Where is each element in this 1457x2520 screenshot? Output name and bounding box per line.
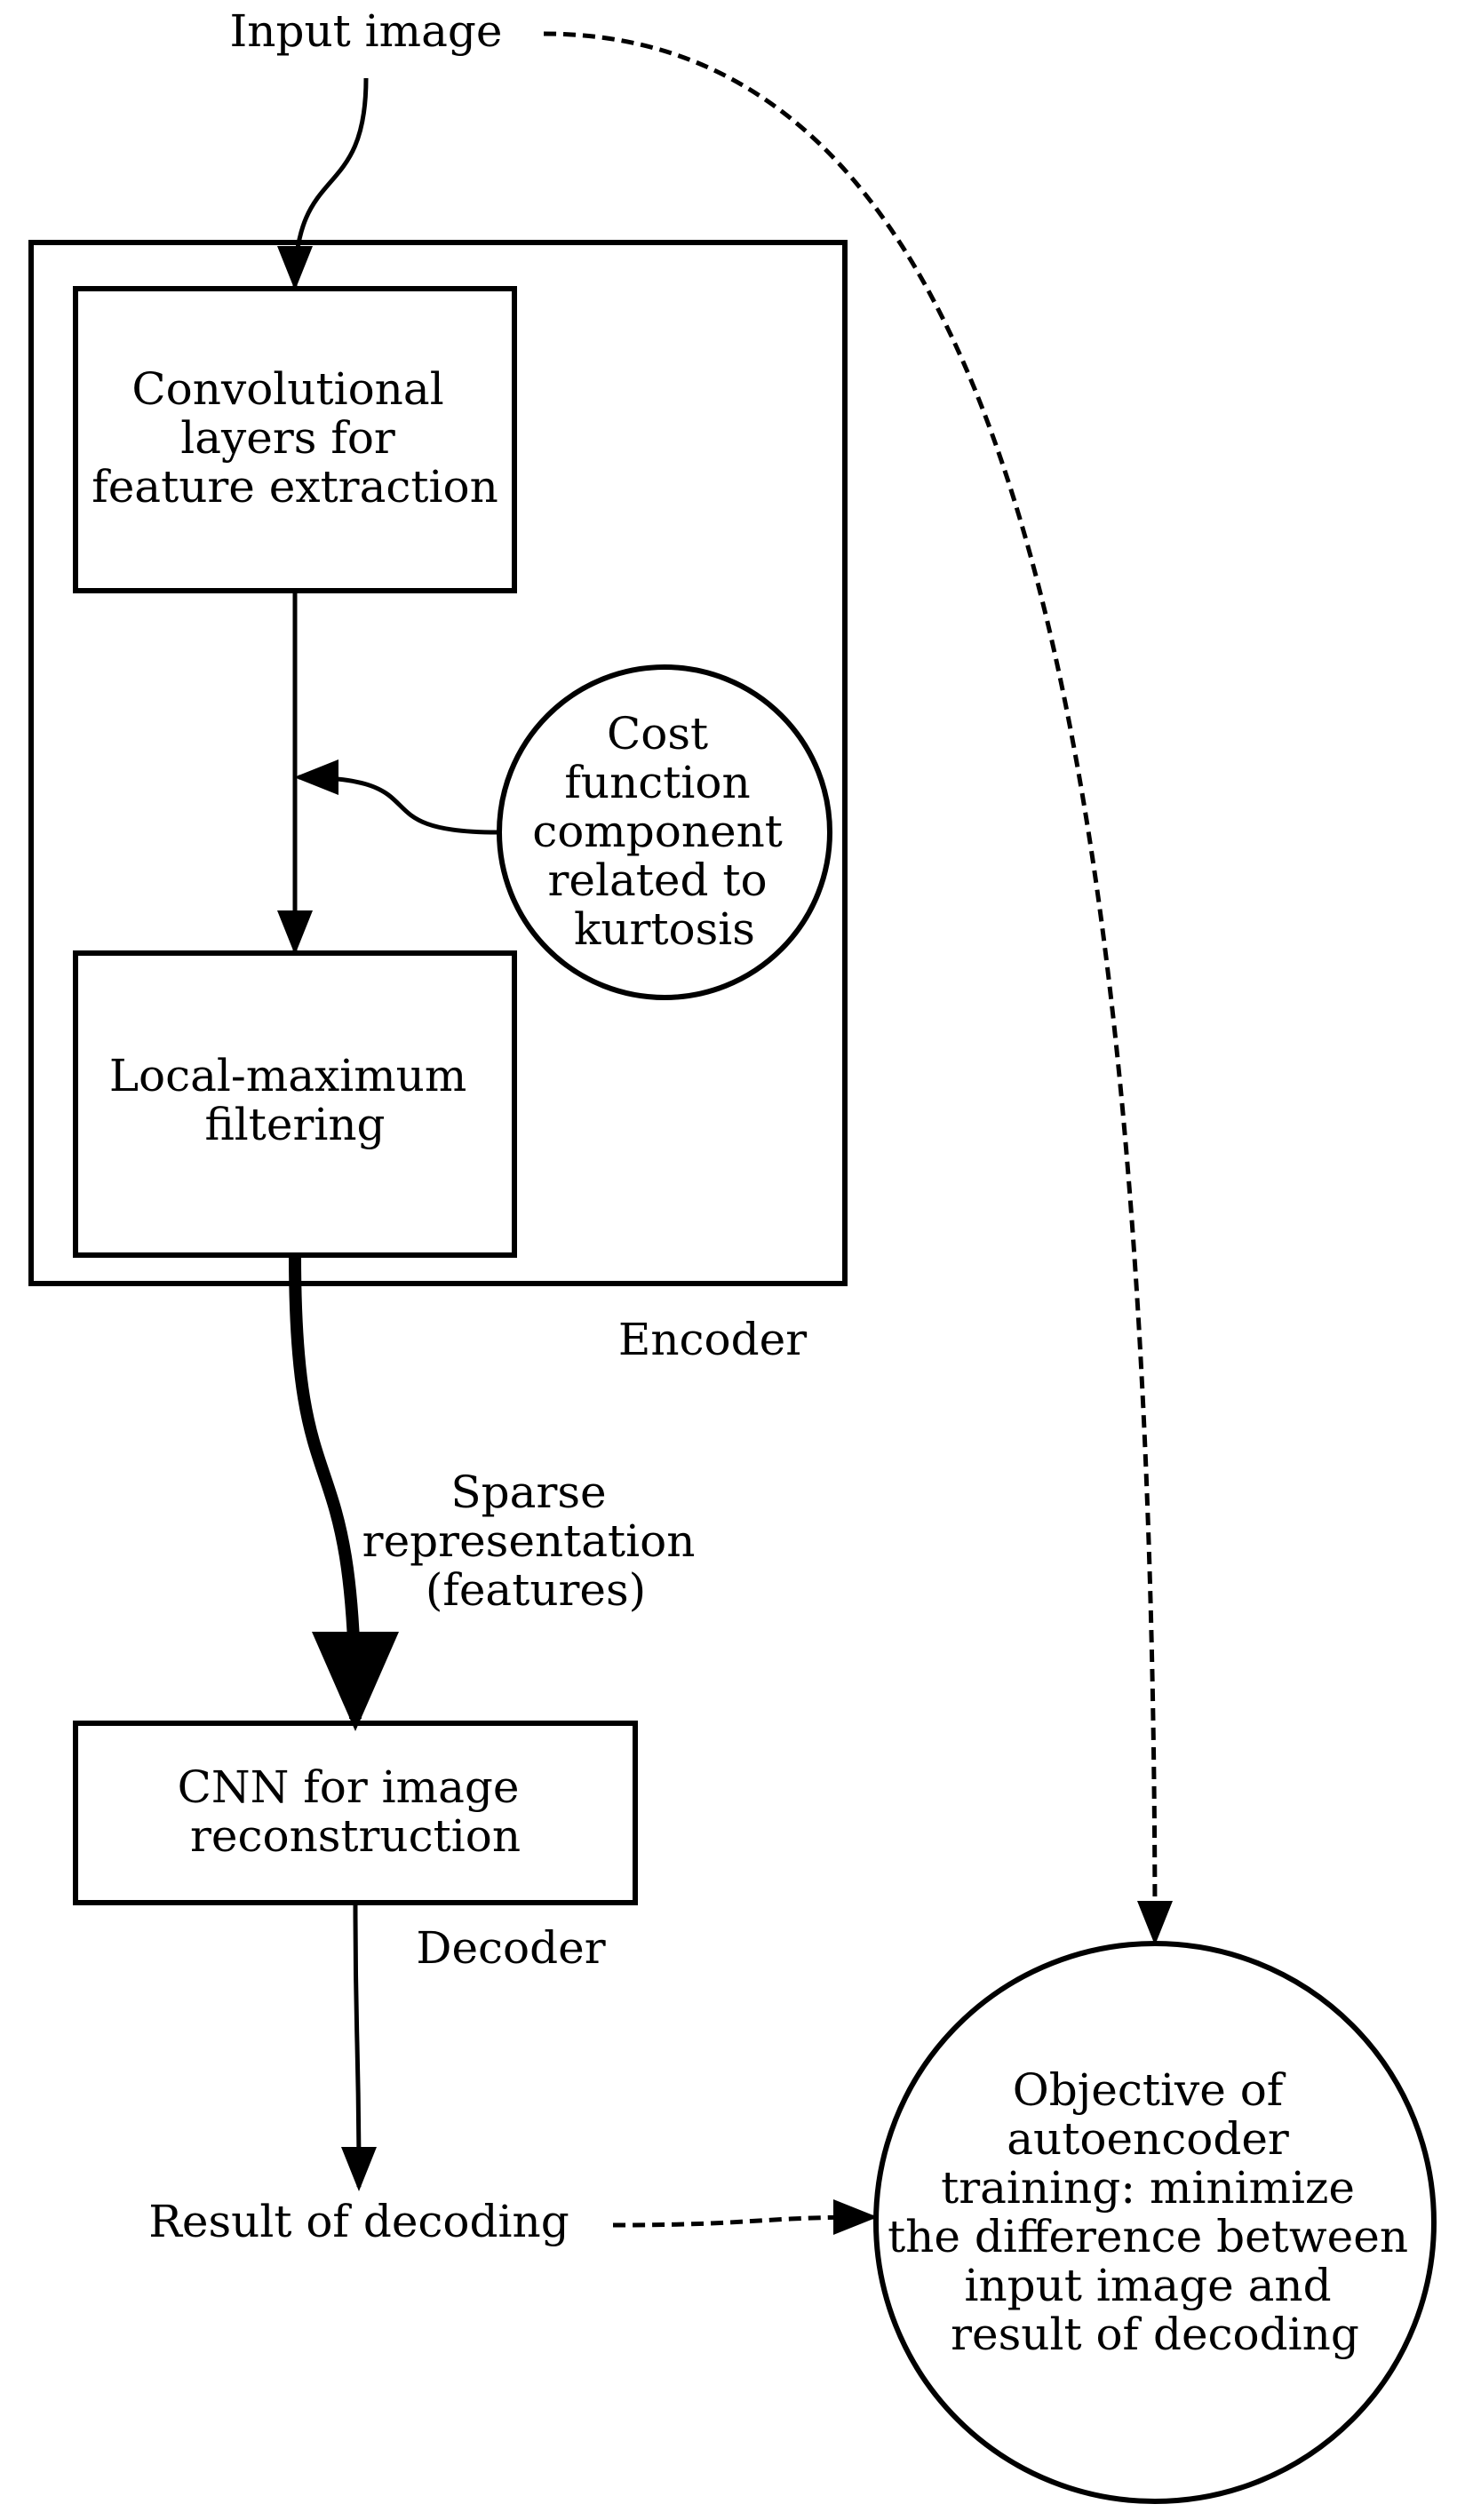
conv-line-1: Convolutional xyxy=(131,363,443,415)
result-of-decoding-label: Result of decoding xyxy=(148,2196,569,2247)
kurtosis-line-3: component xyxy=(532,806,783,857)
cnn-label: CNN for image reconstruction xyxy=(178,1761,534,1862)
sparse-representation-label: Sparse representation (features) xyxy=(362,1467,710,1616)
objective-label: Objective of autoencoder training: minim… xyxy=(888,2064,1422,2360)
edge-kurtosis-to-flow xyxy=(294,759,498,835)
kurtosis-circle xyxy=(497,664,832,1000)
edge-localmax-to-cnn xyxy=(289,1254,399,1731)
sparse-line-3: (features) xyxy=(426,1564,646,1616)
kurtosis-line-2: function xyxy=(564,757,750,808)
conv-layers-label: Convolutional layers for feature extract… xyxy=(92,363,498,513)
conv-line-2: layers for xyxy=(180,412,395,464)
edge-input-to-objective xyxy=(543,31,1173,1945)
objective-line-2: autoencoder xyxy=(1007,2113,1289,2165)
decoder-label: Decoder xyxy=(416,1922,605,1974)
local-max-label: Local-maximum filtering xyxy=(109,1050,481,1150)
kurtosis-line-5: kurtosis xyxy=(574,903,755,955)
conv-line-3: feature extraction xyxy=(92,461,498,513)
objective-line-6: result of decoding xyxy=(951,2309,1359,2360)
kurtosis-line-1: Cost xyxy=(607,708,708,759)
kurtosis-line-4: related to xyxy=(548,855,768,906)
cnn-line-1: CNN for image xyxy=(178,1761,520,1813)
edge-result-to-objective xyxy=(612,2199,878,2236)
objective-line-1: Objective of xyxy=(1013,2064,1286,2116)
edge-input-to-conv xyxy=(277,77,369,290)
input-image-label: Input image xyxy=(230,5,503,57)
conv-layers-box xyxy=(73,286,517,593)
localmax-line-1: Local-maximum xyxy=(109,1050,466,1101)
cnn-line-2: reconstruction xyxy=(190,1810,521,1862)
sparse-line-1: Sparse xyxy=(450,1467,606,1518)
encoder-label: Encoder xyxy=(618,1314,807,1365)
objective-line-4: the difference between xyxy=(888,2211,1408,2262)
objective-line-5: input image and xyxy=(964,2260,1331,2311)
cnn-box xyxy=(73,1721,638,1905)
sparse-line-2: representation xyxy=(362,1515,696,1567)
kurtosis-label: Cost function component related to kurto… xyxy=(532,708,797,955)
objective-line-3: training: minimize xyxy=(941,2162,1355,2214)
edge-cnn-to-result xyxy=(340,1902,377,2191)
localmax-line-2: filtering xyxy=(204,1099,385,1150)
